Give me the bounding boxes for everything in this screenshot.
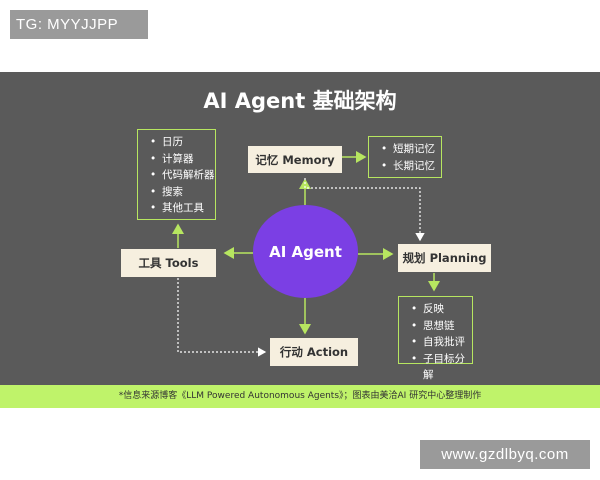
ai-agent-label: AI Agent	[269, 242, 342, 261]
list-item: 长期记忆	[381, 158, 441, 175]
memory-box: 记忆 Memory	[248, 146, 342, 173]
list-item: 反映	[411, 301, 472, 318]
list-item: 日历	[150, 134, 215, 151]
list-item: 子目标分解	[411, 351, 472, 384]
source-footer: *信息来源博客《LLM Powered Autonomous Agents》；图…	[0, 385, 600, 408]
memory-label: 记忆 Memory	[255, 152, 335, 167]
dotted-tools-action	[177, 278, 267, 357]
list-item: 搜索	[150, 184, 215, 201]
list-item: 计算器	[150, 151, 215, 168]
planning-list: 反映 思想链 自我批评 子目标分解	[398, 296, 473, 381]
watermark-site: www.gzdlbyq.com	[420, 440, 590, 469]
list-item: 自我批评	[411, 334, 472, 351]
list-item: 思想链	[411, 318, 472, 335]
action-label: 行动 Action	[279, 345, 349, 359]
planning-label: 规划 Planning	[402, 251, 487, 265]
tools-label: 工具 Tools	[138, 256, 199, 270]
dotted-memory-planning	[304, 178, 425, 242]
ai-agent-circle: AI Agent	[253, 205, 358, 298]
tools-box: 工具 Tools	[121, 249, 216, 277]
list-item: 代码解析器	[150, 167, 215, 184]
list-item: 短期记忆	[381, 141, 441, 158]
planning-box: 规划 Planning	[398, 244, 491, 272]
action-box: 行动 Action	[270, 338, 358, 366]
memory-list: 短期记忆 长期记忆	[368, 136, 442, 178]
tools-list: 日历 计算器 代码解析器 搜索 其他工具	[137, 129, 216, 220]
watermark-tg: TG: MYYJJPP	[10, 10, 148, 39]
diagram-title: AI Agent 基础架构	[203, 89, 397, 113]
list-item: 其他工具	[150, 200, 215, 217]
